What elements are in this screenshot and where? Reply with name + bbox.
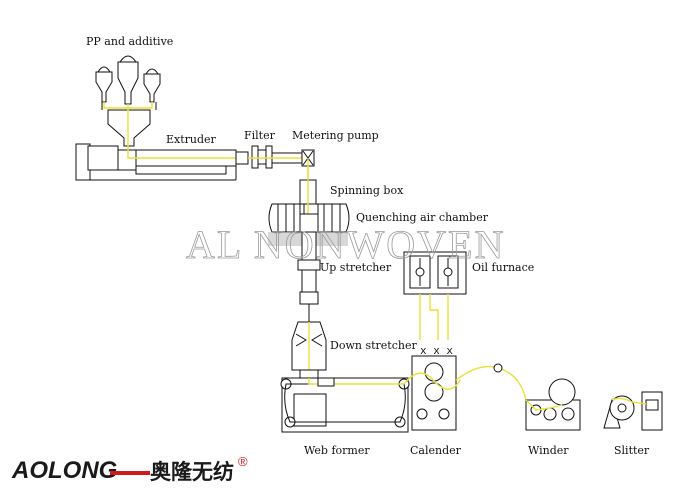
hopper-group (95, 55, 161, 147)
label-calender: Calender (410, 444, 462, 457)
web-former (280, 377, 410, 433)
web-path (455, 363, 527, 401)
label-pp-additive: PP and additive (86, 35, 173, 48)
brand-name-en: AOLONG (11, 457, 117, 484)
label-up-stretcher: Up stretcher (320, 261, 392, 274)
brand-registered-mark: ® (238, 454, 248, 469)
label-slitter: Slitter (614, 444, 650, 457)
brand-red-dash (110, 471, 150, 475)
label-metering-pump: Metering pump (292, 129, 379, 142)
extruder (75, 143, 249, 181)
label-quenching-air-chamber: Quenching air chamber (356, 211, 489, 224)
filter-and-pump (248, 145, 315, 180)
slitter (603, 391, 663, 431)
brand-logo: AOLONG 奥隆无纺 ® (11, 454, 248, 484)
svg-text:x x x: x x x (420, 346, 453, 358)
calender (403, 355, 461, 431)
oil-furnace: x x x (403, 251, 467, 358)
watermark-text: AL NONWOVEN (186, 222, 505, 267)
label-spinning-box: Spinning box (330, 184, 404, 197)
winder (525, 378, 581, 431)
label-extruder: Extruder (166, 133, 217, 146)
label-filter: Filter (244, 129, 276, 142)
label-down-stretcher: Down stretcher (330, 339, 417, 352)
up-stretcher (297, 231, 321, 322)
label-oil-furnace: Oil furnace (472, 261, 534, 274)
brand-name-cn: 奥隆无纺 (150, 460, 234, 484)
label-winder: Winder (528, 444, 569, 457)
label-web-former: Web former (304, 444, 370, 457)
down-stretcher (291, 321, 327, 379)
